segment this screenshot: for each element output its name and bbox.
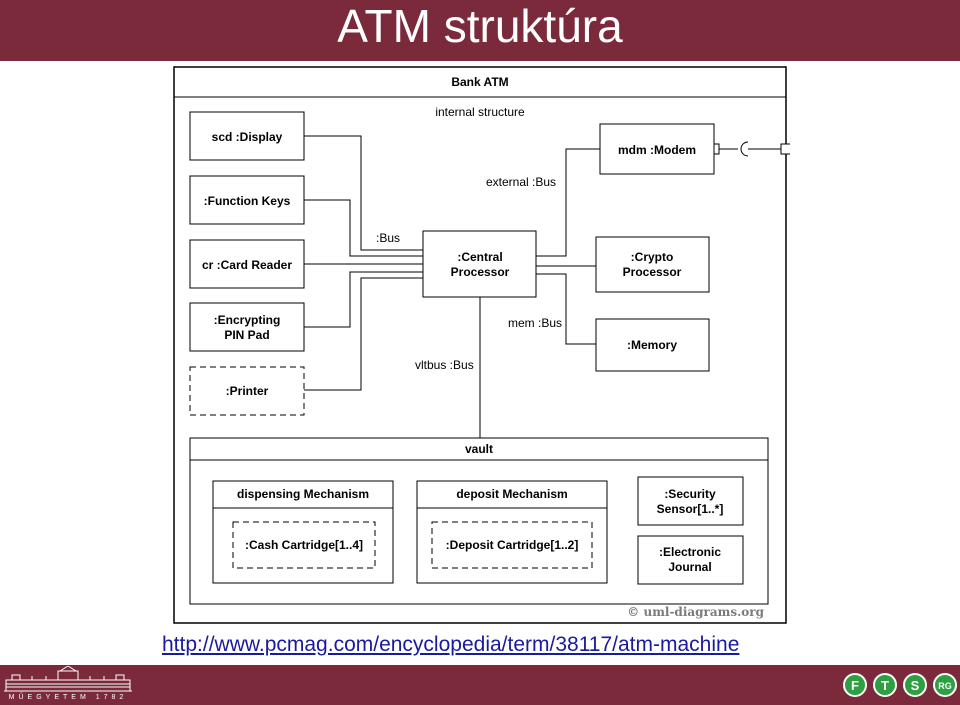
internal-structure-label: internal structure: [435, 105, 525, 119]
deposit-cartridge-label: :Deposit Cartridge[1..2]: [446, 538, 579, 552]
modem-label: mdm :Modem: [618, 143, 696, 157]
logo-letter-f: F: [851, 678, 859, 693]
connector-lines: [304, 135, 782, 438]
memory-part: [595, 318, 710, 372]
pin-pad-part: [189, 302, 305, 352]
vault-title: vault: [465, 442, 493, 456]
printer-part: [189, 366, 305, 416]
card-reader-part: [189, 239, 305, 289]
pin-pad-label-line2: PIN Pad: [224, 328, 269, 342]
logo-letter-t: T: [881, 678, 889, 693]
diagram-canvas: Bank ATM internal structure :Bus externa…: [173, 66, 790, 624]
footer-bar: [0, 665, 960, 705]
logo-circle-rg: [933, 673, 957, 697]
central-processor-label-line2: Processor: [451, 265, 510, 279]
atm-diagram: Bank ATM internal structure :Bus externa…: [170, 64, 790, 626]
deposit-cartridge-part: [431, 521, 593, 569]
university-building-logo: [4, 666, 132, 692]
security-sensor-part: [637, 476, 744, 526]
central-processor-label-line1: :Central: [457, 250, 502, 264]
source-link[interactable]: http://www.pcmag.com/encyclopedia/term/3…: [162, 633, 740, 656]
electronic-journal-part: [637, 535, 744, 585]
display-label: scd :Display: [212, 130, 283, 144]
slide-title: ATM struktúra: [337, 0, 623, 52]
mem-bus-label: mem :Bus: [508, 316, 562, 330]
crypto-processor-label-line2: Processor: [623, 265, 682, 279]
logo-circle-t: [873, 673, 897, 697]
dispensing-mechanism-title: dispensing Mechanism: [237, 487, 369, 501]
security-sensor-label-line2: Sensor[1..*]: [657, 502, 724, 516]
university-logo-text: MŰEGYETEM 1782: [8, 694, 128, 701]
ftsrg-logo: F T S RG: [843, 673, 957, 697]
pin-pad-label-line1: :Encrypting: [214, 313, 281, 327]
logo-circle-s: [903, 673, 927, 697]
logo-letter-rg: RG: [938, 681, 952, 691]
bus-label: :Bus: [376, 231, 400, 245]
electronic-journal-label-line1: :Electronic: [659, 545, 721, 559]
copyright-label: © uml-diagrams.org: [627, 605, 764, 619]
function-keys-label: :Function Keys: [204, 194, 291, 208]
card-reader-label: cr :Card Reader: [202, 258, 292, 272]
cash-cartridge-label: :Cash Cartridge[1..4]: [245, 538, 363, 552]
function-keys-part: [189, 175, 305, 225]
external-bus-label: external :Bus: [486, 175, 556, 189]
crypto-processor-part: [595, 236, 710, 293]
cash-cartridge-part: [232, 521, 376, 569]
electronic-journal-label-line2: Journal: [668, 560, 711, 574]
vltbus-label: vltbus :Bus: [415, 358, 474, 372]
bank-atm-title: Bank ATM: [451, 75, 508, 89]
crypto-processor-label-line1: :Crypto: [631, 250, 674, 264]
printer-label: :Printer: [226, 384, 269, 398]
logo-letter-s: S: [911, 678, 920, 693]
display-part: [189, 111, 305, 161]
security-sensor-label-line1: :Security: [664, 487, 716, 501]
title-bar: [0, 0, 960, 61]
modem-part: [599, 123, 715, 175]
central-processor-part: [422, 230, 537, 298]
boundary-port: [780, 143, 790, 155]
logo-circle-f: [843, 673, 867, 697]
memory-label: :Memory: [627, 338, 677, 352]
deposit-mechanism-title: deposit Mechanism: [456, 487, 567, 501]
